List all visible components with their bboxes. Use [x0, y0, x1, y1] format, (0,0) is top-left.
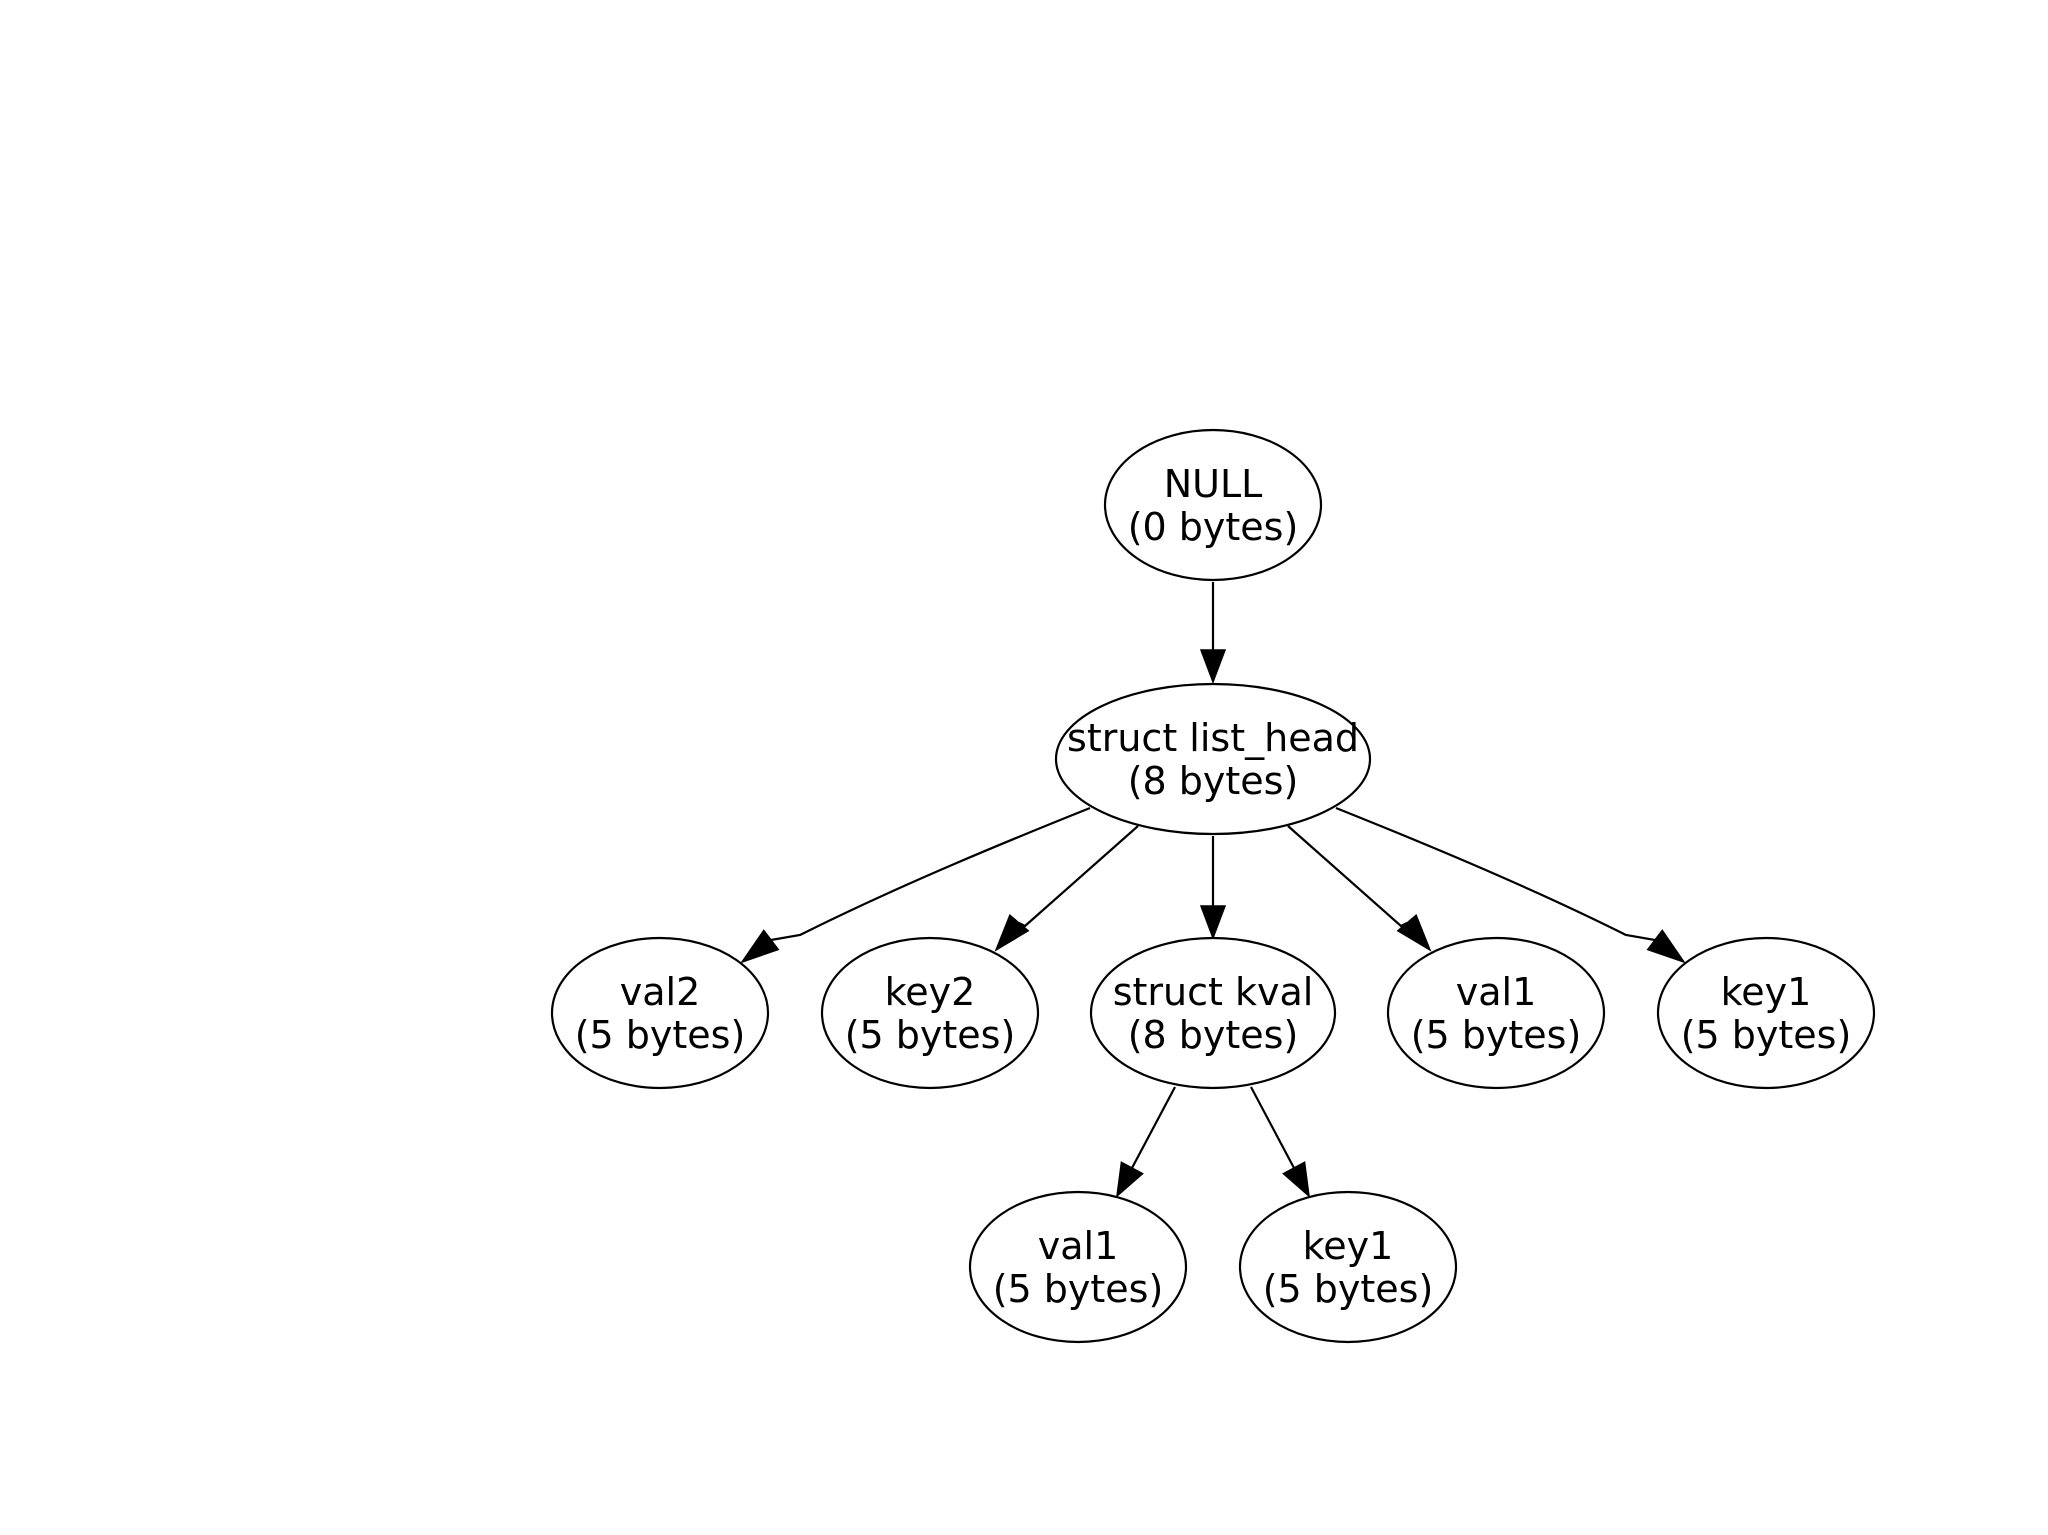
node-size-label: (8 bytes): [1128, 759, 1299, 803]
node-val1-sub: val1(5 bytes): [968, 1190, 1188, 1344]
edge-line: [770, 806, 1091, 942]
node-key1-top: key1(5 bytes): [1656, 936, 1876, 1090]
node-size-label: (5 bytes): [1411, 1013, 1582, 1057]
node-val1-top: val1(5 bytes): [1386, 936, 1606, 1090]
node-ellipse: [550, 936, 770, 1090]
edge-list_head-to-key1_top: [1335, 806, 1686, 964]
node-size-label: (5 bytes): [1263, 1267, 1434, 1311]
arrowhead: [1199, 649, 1227, 685]
node-name-label: NULL: [1164, 462, 1263, 506]
edge-list_head-to-val1_top: [1287, 825, 1432, 952]
node-name-label: key2: [885, 970, 976, 1014]
edge-line: [1018, 825, 1139, 928]
node-ellipse: [1238, 1190, 1458, 1344]
node-ellipse: [968, 1190, 1188, 1344]
edge-kval-to-key1_sub: [1250, 1086, 1311, 1198]
node-key2: key2(5 bytes): [820, 936, 1040, 1090]
edge-list_head-to-key2: [994, 825, 1139, 952]
arrowhead: [1115, 1161, 1144, 1198]
arrowhead: [740, 929, 780, 964]
node-val2: val2(5 bytes): [550, 936, 770, 1090]
arrowhead: [1282, 1161, 1311, 1198]
node-ellipse: [1054, 682, 1372, 836]
edge-null-to-list_head: [1199, 582, 1227, 685]
node-size-label: (5 bytes): [993, 1267, 1164, 1311]
edge-list_head-to-val2: [740, 806, 1091, 964]
nodes-group: NULL(0 bytes)struct list_head(8 bytes)va…: [550, 428, 1876, 1344]
node-name-label: val1: [1456, 970, 1537, 1014]
node-ellipse: [1089, 936, 1337, 1090]
edge-list_head-to-kval: [1199, 836, 1227, 941]
node-list-head: struct list_head(8 bytes): [1054, 682, 1372, 836]
node-size-label: (5 bytes): [845, 1013, 1016, 1057]
node-key1-sub: key1(5 bytes): [1238, 1190, 1458, 1344]
node-ellipse: [1386, 936, 1606, 1090]
node-size-label: (8 bytes): [1128, 1013, 1299, 1057]
node-ellipse: [1656, 936, 1876, 1090]
node-name-label: val2: [620, 970, 701, 1014]
edge-line: [1131, 1086, 1176, 1169]
edges-group: [740, 582, 1686, 1198]
node-name-label: key1: [1721, 970, 1812, 1014]
node-size-label: (0 bytes): [1128, 505, 1299, 549]
node-size-label: (5 bytes): [1681, 1013, 1852, 1057]
node-name-label: val1: [1038, 1224, 1119, 1268]
arrowhead: [1199, 905, 1227, 941]
edge-line: [1287, 825, 1408, 928]
node-name-label: struct list_head: [1067, 716, 1359, 760]
node-name-label: key1: [1303, 1224, 1394, 1268]
node-kval: struct kval(8 bytes): [1089, 936, 1337, 1090]
node-ellipse: [820, 936, 1040, 1090]
arrowhead: [994, 913, 1030, 952]
node-null: NULL(0 bytes): [1103, 428, 1323, 582]
node-name-label: struct kval: [1113, 970, 1314, 1014]
node-ellipse: [1103, 428, 1323, 582]
edge-kval-to-val1_sub: [1115, 1086, 1176, 1198]
edge-line: [1250, 1086, 1295, 1169]
edge-line: [1335, 806, 1656, 942]
arrowhead: [1646, 929, 1686, 964]
node-size-label: (5 bytes): [575, 1013, 746, 1057]
arrowhead: [1396, 913, 1432, 952]
